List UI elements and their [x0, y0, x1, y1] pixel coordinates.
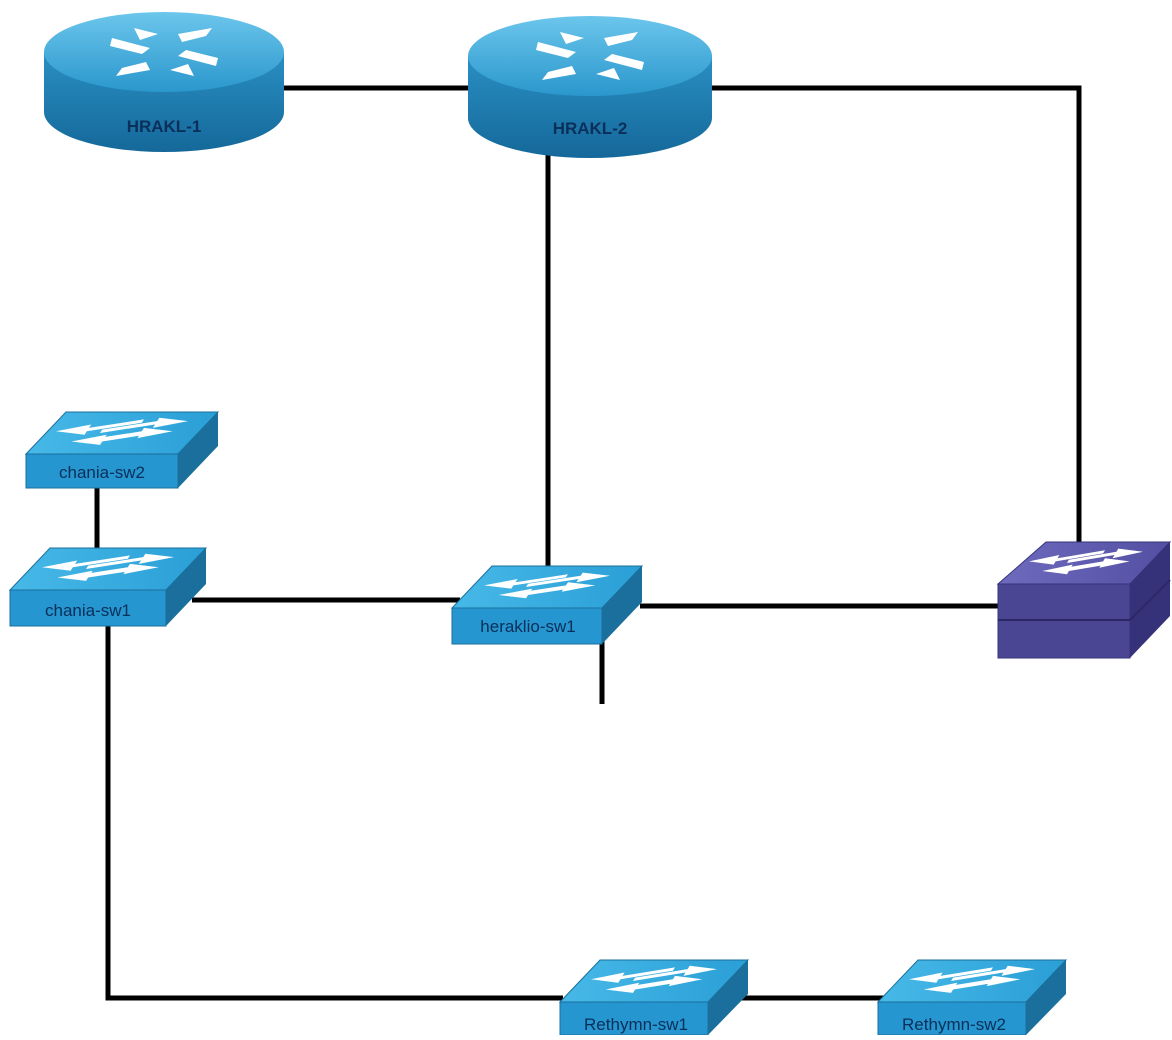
switch-icon: [876, 959, 1068, 1036]
switch-label: Rethymn-sw2: [902, 1015, 1006, 1034]
router-label: HRAKL-2: [553, 119, 628, 138]
switch-rethymn-sw1[interactable]: Rethymn-sw1: [558, 959, 750, 1036]
router-label: HRAKL-1: [127, 117, 202, 136]
switch-label: chania-sw2: [59, 463, 145, 482]
link-hrakl2-core-switch: [700, 85, 1082, 548]
switch-icon: [8, 547, 208, 627]
multilayer-switch-icon: [996, 541, 1172, 659]
switch-icon: [24, 411, 220, 489]
router-hrakl-2[interactable]: HRAKL-2: [468, 16, 712, 158]
router-hrakl-1[interactable]: HRAKL-1: [44, 12, 284, 152]
switch-label: Rethymn-sw1: [584, 1015, 688, 1034]
router-icon: [468, 16, 712, 158]
core-switch[interactable]: [996, 541, 1172, 659]
links: [94, 85, 1082, 1001]
switch-label: chania-sw1: [45, 601, 131, 620]
router-icon: [44, 12, 284, 152]
switch-heraklio-sw1[interactable]: heraklio-sw1: [450, 565, 644, 645]
switch-chania-sw2[interactable]: chania-sw2: [24, 411, 220, 489]
switch-icon: [558, 959, 750, 1036]
switch-rethymn-sw2[interactable]: Rethymn-sw2: [876, 959, 1068, 1036]
switch-icon: [450, 565, 644, 645]
switch-chania-sw1[interactable]: chania-sw1: [8, 547, 208, 627]
link-chania-sw1-rethymn-sw1: [105, 626, 563, 1001]
switch-label: heraklio-sw1: [480, 617, 575, 636]
